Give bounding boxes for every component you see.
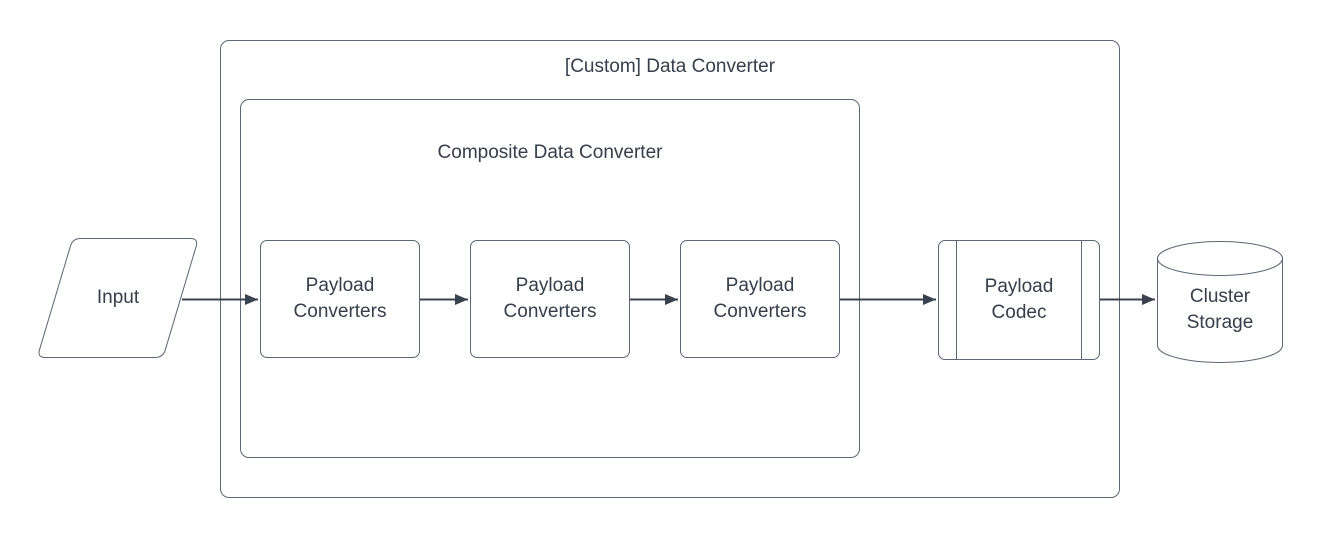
codec-left-bar (956, 241, 957, 359)
payload-converters-label-1: Payload Converters (293, 275, 387, 322)
payload-converters-node-3: Payload Converters (680, 240, 840, 358)
codec-right-bar (1081, 241, 1082, 359)
payload-converters-label-3: Payload Converters (713, 275, 807, 322)
input-label: Input (96, 287, 140, 308)
payload-converters-label-2: Payload Converters (503, 275, 597, 322)
cylinder-shape (1157, 241, 1283, 363)
inner-group-composite-data-converter: Composite Data Converter (240, 99, 860, 458)
parallelogram-shape (38, 238, 198, 358)
payload-codec-label: Payload Codec (984, 276, 1054, 323)
payload-converters-node-1: Payload Converters (260, 240, 420, 358)
outer-group-custom-data-converter: [Custom] Data Converter (220, 40, 1120, 498)
cluster-storage-label: Cluster Storage (1186, 286, 1254, 333)
payload-codec-node: Payload Codec (938, 240, 1100, 360)
cluster-storage-node: Cluster Storage (1157, 241, 1283, 363)
input-node: Input (37, 238, 199, 359)
outer-group-label: [Custom] Data Converter (564, 56, 776, 77)
inner-group-label: Composite Data Converter (437, 142, 663, 163)
payload-converters-node-2: Payload Converters (470, 240, 630, 358)
